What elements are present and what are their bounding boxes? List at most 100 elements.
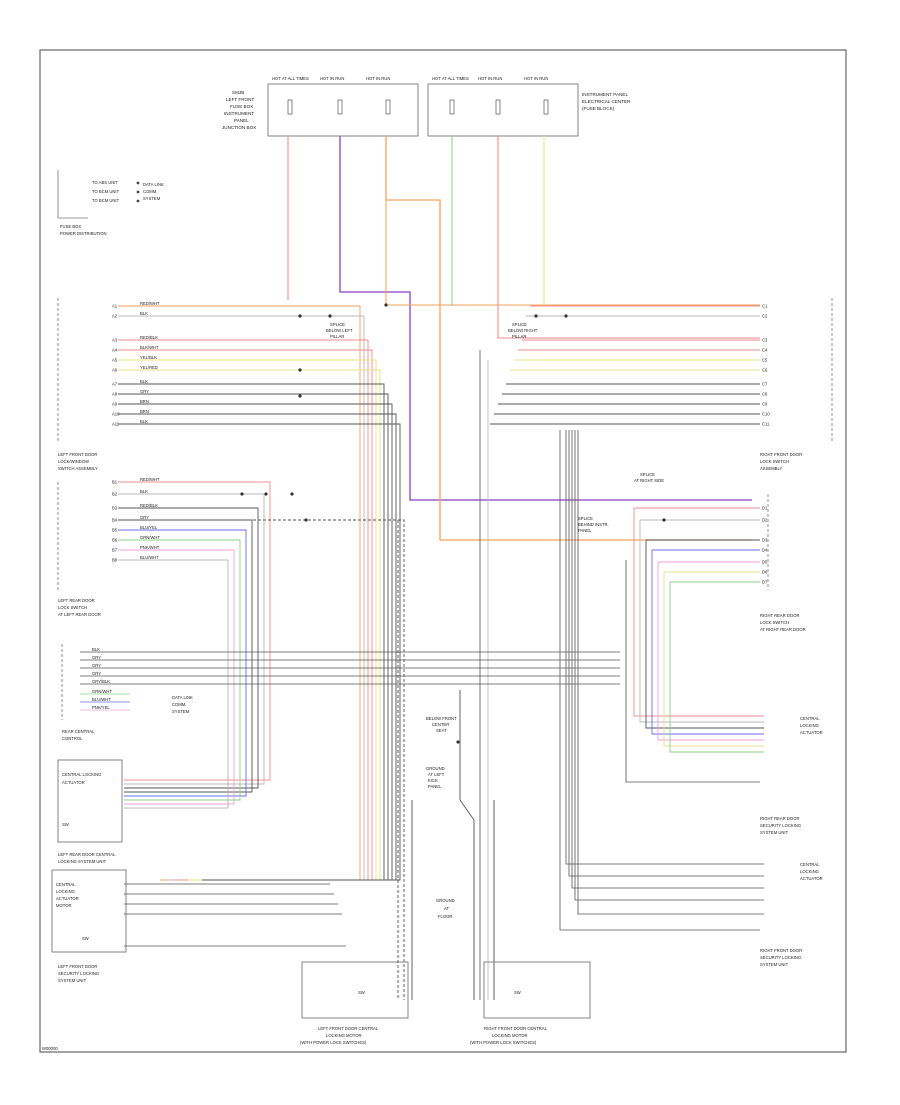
lr-switch-unit: CENTRAL LOCKING ACTUATOR SW LEFT REAR DO… xyxy=(57,759,123,864)
ground-point xyxy=(456,740,460,744)
splice-dot-3 xyxy=(384,303,388,307)
rr-switch-box-2: LOCKING xyxy=(800,723,819,728)
lf-motor-sw: SW xyxy=(358,990,365,995)
fuse-left-side-6: JUNCTION BOX xyxy=(222,125,256,130)
lr-pin-2: B2 xyxy=(112,492,118,497)
splice-dot-12 xyxy=(290,492,294,496)
fuse-right-side-1: INSTRUMENT PANEL xyxy=(582,92,628,97)
rr-pin-6: D6 xyxy=(762,570,768,575)
fuse-right-header-3: HOT IN RUN xyxy=(524,76,548,81)
rear-row-3: GRY xyxy=(92,663,101,668)
rear-row-7: BLU/WHT xyxy=(92,697,111,702)
splice-tr-2: BELOW RIGHT xyxy=(508,328,538,333)
lr-wire-7: PNK/WHT xyxy=(140,545,160,550)
bottom-left-label-2: LOCKING MOTOR xyxy=(326,1033,362,1038)
rr-switch-box-1: CENTRAL xyxy=(800,716,820,721)
left-top-row-3: TO BCM UNIT xyxy=(92,198,120,203)
lr-pin-8: B8 xyxy=(112,558,118,563)
footer-code: W00000 xyxy=(42,1046,58,1051)
splice-rr2-3: PANEL xyxy=(578,528,592,533)
wire-harness xyxy=(80,136,764,1000)
lf-pin-7: A7 xyxy=(112,382,118,387)
wire-12 xyxy=(118,359,377,881)
wire-50 xyxy=(657,562,764,741)
fuse-1-element xyxy=(287,99,293,115)
fuse-6-symbol xyxy=(543,99,549,115)
lf-switch-box-3: ACTUATOR xyxy=(56,896,79,901)
splice-tl-2: BELOW LEFT xyxy=(326,328,353,333)
left-top-note-2: COMM. xyxy=(143,189,157,194)
rf-switch-unit: CENTRAL LOCKING ACTUATOR RIGHT FRONT DOO… xyxy=(760,862,823,967)
lf-door-label-3: SWITCH ASSEMBLY xyxy=(58,466,98,471)
lf-pin-8: A8 xyxy=(112,392,118,397)
wire-14 xyxy=(118,383,385,881)
diagram-border xyxy=(39,49,847,1053)
wire-8 xyxy=(118,305,361,881)
center-ground-label: BELOW FRONT CENTER SEAT xyxy=(426,716,457,733)
lr-wire-8: BLU/WHT xyxy=(140,555,159,560)
fuse-5-symbol xyxy=(495,99,501,115)
splice-tr-1: SPLICE xyxy=(512,322,527,327)
rf-switch-box-3: ACTUATOR xyxy=(800,876,823,881)
lf-door-label-2: LOCK/WINDOW xyxy=(58,459,89,464)
ground2-3: KICK xyxy=(428,778,438,783)
wire-16 xyxy=(118,403,393,881)
rear-row-2: GRY xyxy=(92,655,101,660)
lr-pin-4: B4 xyxy=(112,518,118,523)
rf-switch-label-3: SYSTEM UNIT xyxy=(760,962,789,967)
rf-switch-label-2: SECURITY LOCKING xyxy=(760,955,801,960)
fuse-4-element xyxy=(449,99,455,115)
ground-left-kick: GROUND AT LEFT KICK PANEL xyxy=(426,766,445,789)
lf-pin-3: A3 xyxy=(112,338,118,343)
left-top-row-1: TO ABS UNIT xyxy=(92,180,118,185)
rf-door-label-2: LOCK SWITCH xyxy=(760,459,789,464)
lf-wire-6: YEL/RED xyxy=(140,365,158,370)
lr-pin-5: B5 xyxy=(112,528,118,533)
lf-wire-1: RED/WHT xyxy=(140,301,160,306)
rf-pin-3: C3 xyxy=(762,338,768,343)
wire-7 xyxy=(543,136,760,307)
lf-pin-10: A10 xyxy=(112,412,120,417)
wire-2 xyxy=(339,136,752,501)
rf-switch-box-2: LOCKING xyxy=(800,869,819,874)
fuse-right-side-2: ELECTRICAL CENTER xyxy=(582,99,631,104)
fuse-right-header-2: HOT IN RUN xyxy=(478,76,502,81)
lf-wire-2: BLK xyxy=(140,311,148,316)
wire-32 xyxy=(118,481,271,781)
rf-pin-10: C10 xyxy=(762,412,770,417)
lr-wire-4: GRY xyxy=(140,515,149,520)
lf-switch-box-1: CENTRAL xyxy=(56,882,76,887)
rr-door-label-3: AT RIGHT REAR DOOR xyxy=(760,627,806,632)
ground3-2: AT xyxy=(444,906,449,911)
bottom-right-label-2: LOCKING MOTOR xyxy=(492,1033,528,1038)
rr-switch-box-3: ACTUATOR xyxy=(800,730,823,735)
bottom-right-label-3: (WITH POWER LOCK SWITCHES) xyxy=(470,1040,537,1045)
rr-door-label-1: RIGHT REAR DOOR xyxy=(760,613,799,618)
lr-door-label-3: AT LEFT REAR DOOR xyxy=(58,612,101,617)
rf-door-motor: SW RIGHT FRONT DOOR CENTRAL LOCKING MOTO… xyxy=(470,961,591,1045)
wire-40 xyxy=(118,519,405,1000)
lr-pin-6: B6 xyxy=(112,538,118,543)
wire-13 xyxy=(118,369,381,881)
rr-pin-3: D3 xyxy=(762,538,768,543)
fuse-5-element xyxy=(495,99,501,115)
splice-dot-8 xyxy=(240,492,244,496)
lf-switch-sw: SW xyxy=(82,936,89,941)
rf-switch-box-1: CENTRAL xyxy=(800,862,820,867)
splice-dot-6 xyxy=(298,368,302,372)
lf-pin-11: A11 xyxy=(112,422,120,427)
rear-control: REAR CENTRAL CONTROL DATA LINK COMM. SYS… xyxy=(61,644,193,741)
bottom-right-label-1: RIGHT FRONT DOOR CENTRAL xyxy=(484,1026,548,1031)
splice-dot-4 xyxy=(534,314,538,318)
wire-54 xyxy=(669,582,764,753)
lf-pin-1: A1 xyxy=(112,304,118,309)
lf-switch-label-1: LEFT FRONT DOOR xyxy=(58,964,97,969)
wire-55 xyxy=(625,560,760,783)
fuse-3-element xyxy=(385,99,391,115)
rf-pin-4: C4 xyxy=(762,348,768,353)
rf-door-label-3: ASSEMBLY xyxy=(760,466,782,471)
fuse-left-side-1: SMJB xyxy=(232,90,244,95)
fuse-6-element xyxy=(543,99,549,115)
wire-48 xyxy=(651,550,764,735)
lr-switch-box-1: CENTRAL LOCKING xyxy=(62,772,101,777)
